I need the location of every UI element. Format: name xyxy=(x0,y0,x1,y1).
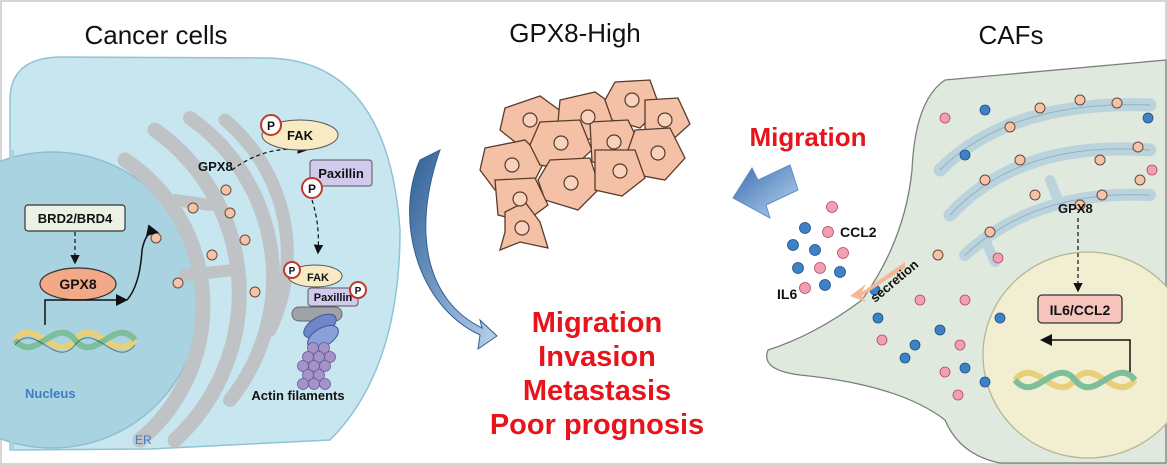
gpx8-high-cell-cluster xyxy=(479,79,691,252)
caf-gpx8-label: GPX8 xyxy=(1058,201,1093,216)
er-label: ER xyxy=(135,433,152,447)
outcome-metastasis: Metastasis xyxy=(523,375,671,407)
migration-arrow xyxy=(732,164,799,220)
curved-arrow xyxy=(409,149,498,351)
phospho-paxillin-bottom-label: P xyxy=(355,286,362,297)
caf-gpx8-proteins xyxy=(932,94,1146,261)
promoter-arrow xyxy=(44,294,128,325)
actin-filaments xyxy=(297,342,336,390)
brd-label: BRD2/BRD4 xyxy=(38,211,113,226)
phospho-fak-top-label: P xyxy=(267,119,275,133)
cancer-cell: GPX8 BRD2/BRD4 GPX8 Nucleus ER FAK P Pax… xyxy=(0,56,401,451)
header-gpx8-high: GPX8-High xyxy=(509,18,641,48)
paxillin-top-label: Paxillin xyxy=(318,166,364,181)
outcome-poor-prognosis: Poor prognosis xyxy=(490,409,704,441)
phospho-paxillin-top xyxy=(301,177,323,199)
gpx8-er-label: GPX8 xyxy=(198,159,233,174)
il6-ccl2-label: IL6/CCL2 xyxy=(1050,302,1111,318)
il6-label: IL6 xyxy=(777,286,797,302)
paxillin-bottom-label: Paxillin xyxy=(314,292,353,304)
actin-label: Actin filaments xyxy=(251,388,344,403)
phospho-fak-top xyxy=(260,114,282,136)
translation-arrow xyxy=(126,224,159,301)
brd-box xyxy=(24,204,126,232)
il6-ccl2-box xyxy=(1037,294,1123,324)
caf-secreted-dots xyxy=(869,104,1158,401)
nucleus-edge xyxy=(10,150,14,450)
header-cafs: CAFs xyxy=(979,20,1044,50)
caf-promoter-arrow xyxy=(1040,334,1131,375)
nucleus-label: Nucleus xyxy=(25,386,76,401)
ccl2-label: CCL2 xyxy=(840,224,877,240)
fak-top-label: FAK xyxy=(287,128,314,143)
dna-helix-caf xyxy=(1012,369,1138,391)
secreted-cytokines xyxy=(787,201,849,294)
header-cancer-cells: Cancer cells xyxy=(84,20,227,50)
paxillin-top xyxy=(309,159,373,187)
caf-cell: GPX8 IL6/CCL2 xyxy=(766,59,1167,464)
dna-helix-cancer xyxy=(12,329,138,353)
outcome-invasion: Invasion xyxy=(538,341,656,373)
gpx8-gene-label: GPX8 xyxy=(59,276,97,292)
cell-nuclei xyxy=(504,92,673,236)
phospho-fak-bottom xyxy=(283,261,301,279)
endoplasmic-reticulum xyxy=(117,111,294,448)
phospho-paxillin-bottom xyxy=(349,281,367,299)
caf-migration-label: Migration xyxy=(750,122,867,152)
fak-bottom-label: FAK xyxy=(307,272,329,284)
phospho-fak-bottom-label: P xyxy=(289,266,296,277)
outcome-migration: Migration xyxy=(532,307,663,339)
phospho-paxillin-top-label: P xyxy=(308,182,316,196)
secretion-arrow xyxy=(850,262,905,302)
